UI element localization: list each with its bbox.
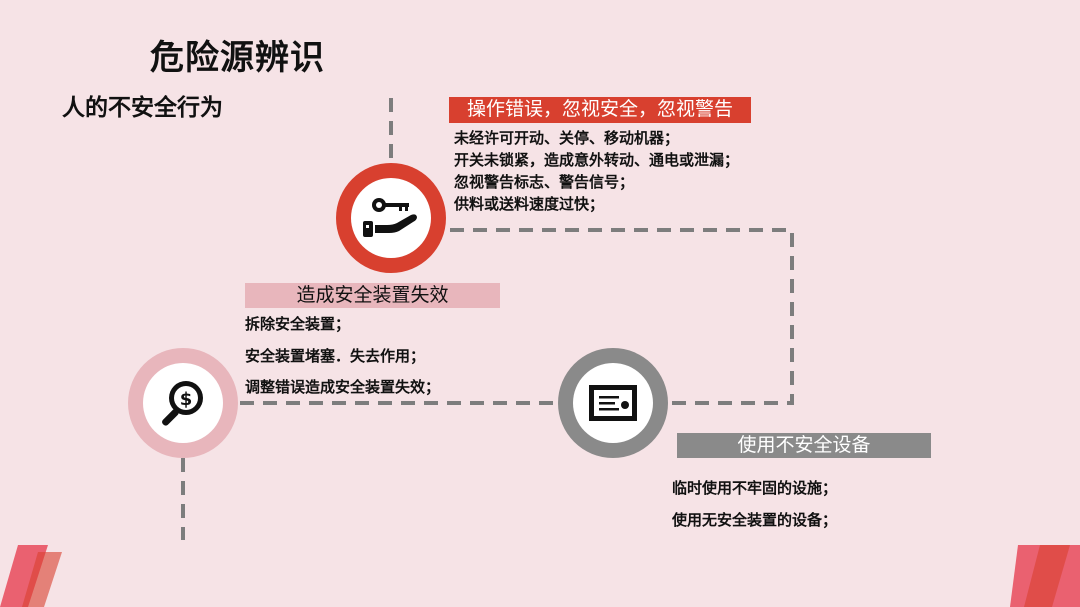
list-item: 临时使用不牢固的设施； — [672, 479, 838, 497]
node-right-circle — [558, 348, 668, 458]
page-title: 危险源辨识 — [150, 38, 325, 78]
node-right-inner — [573, 363, 653, 443]
node-right-heading: 使用不安全设备 — [677, 433, 931, 458]
node-top-heading: 操作错误，忽视安全，忽视警告 — [449, 97, 751, 123]
node-top-inner — [351, 178, 431, 258]
list-item: 拆除安全装置； — [245, 315, 351, 333]
key-hand-icon — [363, 198, 417, 237]
corner-decoration-right — [1010, 545, 1080, 607]
list-item: 开关未锁紧，造成意外转动、通电或泄漏； — [454, 151, 740, 169]
list-item: 供料或送料速度过快； — [454, 195, 605, 213]
list-item: 忽视警告标志、警告信号； — [454, 173, 635, 191]
node-left-heading: 造成安全装置失效 — [245, 283, 500, 308]
certificate-icon — [589, 385, 637, 421]
node-left-circle: $ — [128, 348, 238, 458]
magnifier-dollar-icon: $ — [162, 381, 203, 426]
node-top-list: 未经许可开动、关停、移动机器； 开关未锁紧，造成意外转动、通电或泄漏； 忽视警告… — [454, 127, 739, 215]
page-subtitle: 人的不安全行为 — [62, 95, 223, 121]
svg-text:$: $ — [180, 389, 193, 410]
node-left-inner: $ — [143, 363, 223, 443]
list-item: 使用无安全装置的设备； — [672, 511, 838, 529]
list-item: 调整错误造成安全装置失效； — [245, 378, 441, 396]
list-item: 安全装置堵塞．失去作用； — [245, 347, 426, 365]
list-item: 未经许可开动、关停、移动机器； — [454, 129, 680, 147]
node-top-circle — [336, 163, 446, 273]
corner-decoration-left — [0, 545, 62, 607]
connector-right-loop — [450, 228, 794, 405]
